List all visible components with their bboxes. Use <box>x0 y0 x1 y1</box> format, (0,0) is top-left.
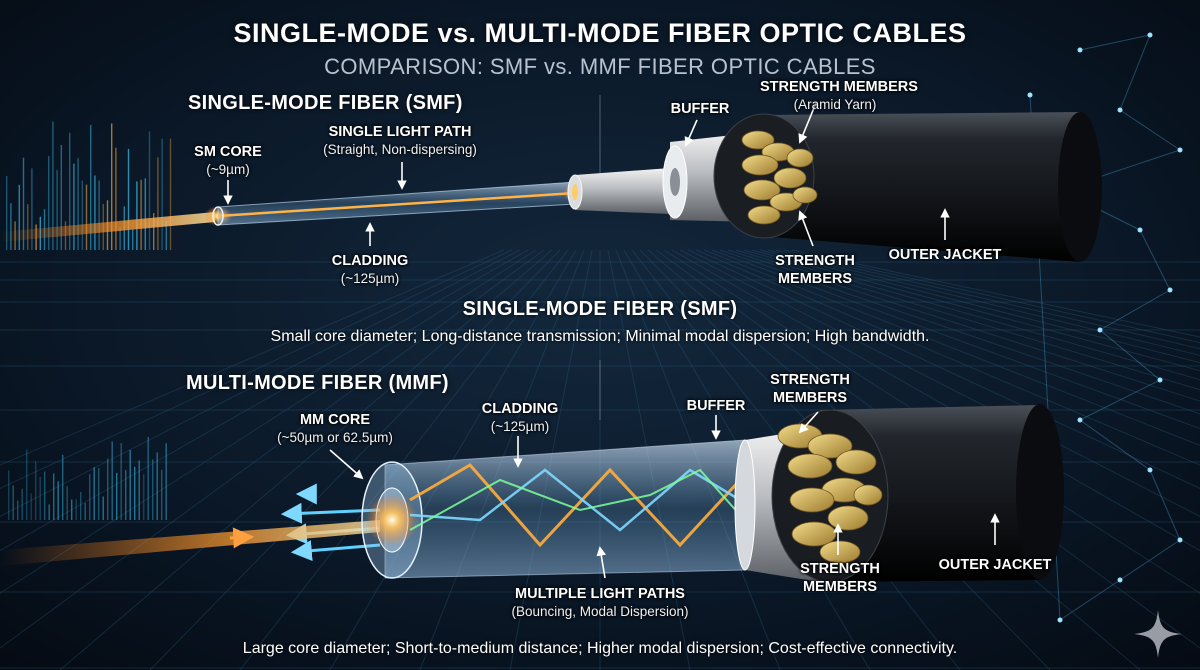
smf-jacket-label: OUTER JACKET <box>888 247 1002 263</box>
smf-summary-heading: SINGLE-MODE FIBER (SMF) <box>462 298 738 320</box>
mmf-buffer-label: BUFFER <box>686 398 746 414</box>
callout-arrows <box>223 102 1000 579</box>
mmf-summary-text: Large core diameter; Short-to-medium dis… <box>242 640 958 657</box>
sparkle-icon <box>1134 610 1182 658</box>
smf-strength-bottom-label: STRENGTH MEMBERS <box>775 253 855 287</box>
smf-core-label: SM CORE (~9µm) <box>194 144 262 177</box>
mmf-heading: MULTI-MODE FIBER (MMF) <box>186 372 449 394</box>
smf-summary-text: Small core diameter; Long-distance trans… <box>270 328 930 345</box>
smf-buffer-label: BUFFER <box>670 101 730 117</box>
mmf-cladding-label: CLADDING (~125µm) <box>481 401 559 434</box>
smf-strength-top-label: STRENGTH MEMBERS (Aramid Yarn) <box>760 79 918 112</box>
mmf-strength-top-label: STRENGTH MEMBERS <box>770 372 850 406</box>
mmf-core-label: MM CORE (~50µm or 62.5µm) <box>277 412 393 445</box>
smf-light-path-label: SINGLE LIGHT PATH (Straight, Non-dispers… <box>323 124 477 157</box>
smf-cable <box>0 112 1102 262</box>
smf-cladding-label: CLADDING (~125µm) <box>331 253 409 286</box>
mmf-light-paths-label: MULTIPLE LIGHT PATHS (Bouncing, Modal Di… <box>511 586 689 619</box>
mmf-strength-bottom-label: STRENGTH MEMBERS <box>800 561 880 595</box>
mmf-jacket-label: OUTER JACKET <box>938 557 1052 573</box>
smf-heading: SINGLE-MODE FIBER (SMF) <box>188 92 463 114</box>
page-title: SINGLE-MODE vs. MULTI-MODE FIBER OPTIC C… <box>233 18 967 48</box>
mmf-cable <box>0 404 1064 583</box>
page-subtitle: COMPARISON: SMF vs. MMF FIBER OPTIC CABL… <box>324 54 876 79</box>
